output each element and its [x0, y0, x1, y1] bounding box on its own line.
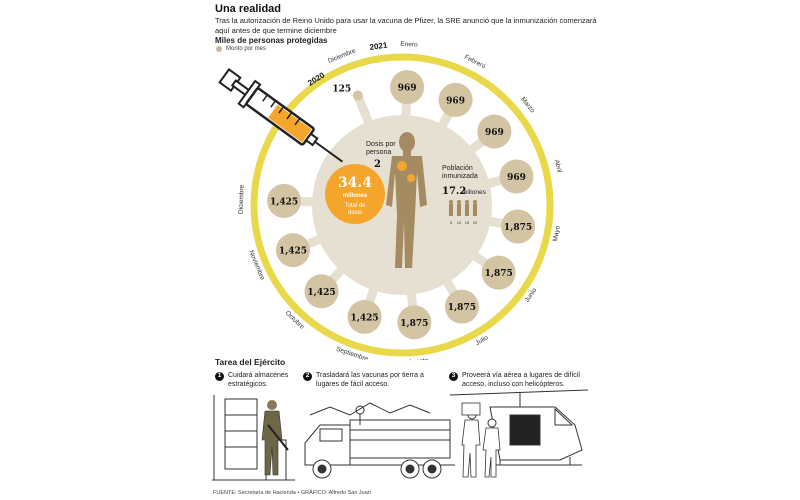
step-1-text: Cuidará almacenes estratégicos.: [228, 372, 289, 388]
month-value: 125: [332, 85, 351, 95]
source-credit: FUENTE: Secretaría de Hacienda • GRÁFICO…: [213, 490, 371, 496]
year-2021-label: 2021: [369, 41, 388, 52]
vaccine-ring-graphic: 125 969 969 969 969 1,875 1,875 1,875 1,875 1,425…: [218, 41, 563, 360]
legend-swatch: [216, 46, 222, 52]
scale-tick: 10: [457, 221, 461, 225]
syringe-icon: [218, 68, 344, 163]
month-label: Diciembre: [238, 184, 246, 214]
doses-label-line1: Dosis por: [366, 141, 396, 148]
step-2-number: 2: [303, 372, 312, 381]
month-label: Marzo: [519, 96, 536, 115]
army-illustrations: [212, 389, 589, 481]
population-figures-icon: [449, 200, 477, 216]
population-value: 17.2: [442, 186, 466, 197]
population-unit: millones: [462, 189, 487, 196]
month-value: 1,425: [307, 288, 335, 298]
month-bubble: [477, 114, 512, 149]
soldier-icon: [261, 400, 289, 476]
month-label: Agosto: [408, 357, 429, 360]
step-1-number: 1: [215, 372, 224, 381]
army-step-2: 2 Trasladará las vacunas por tierra a lu…: [303, 372, 428, 389]
scale-tick: 5: [450, 221, 452, 225]
month-bubble: [275, 233, 310, 268]
month-value: 1,875: [400, 319, 428, 329]
month-value: 1,875: [485, 269, 513, 279]
legend-label: Monto por mes: [226, 46, 267, 52]
army-section-title: Tarea del Ejército: [215, 357, 286, 367]
month-label: Febrero: [463, 54, 487, 71]
month-bubble: [347, 299, 382, 334]
month-label: Abril: [553, 159, 563, 174]
month-value: 1,425: [350, 313, 378, 323]
population-label-line1: Población: [442, 165, 473, 172]
month-value: 969: [446, 96, 465, 106]
month-bubble: [501, 209, 536, 244]
legend: Monto por mes: [216, 46, 266, 52]
section-title: Miles de personas protegidas: [215, 36, 328, 45]
loading-crew-icon: [461, 402, 501, 478]
month-value: 1,875: [448, 303, 476, 313]
infographic-title: Una realidad: [215, 3, 282, 15]
month-bubble: [390, 70, 425, 105]
month-value: 969: [485, 128, 504, 138]
month-bubble: [499, 159, 534, 194]
truck-icon: [304, 402, 455, 479]
month-value: 1,875: [504, 223, 532, 233]
month-bubble: [438, 82, 473, 117]
doses-value: 2: [374, 159, 381, 170]
month-bubble: [481, 255, 516, 290]
month-bubbles: 125 969 969 969 969 1,875 1,875 1,875 1,875 1,425…: [267, 70, 536, 340]
month-value: 1,425: [279, 247, 307, 257]
month-value: 1,425: [270, 197, 298, 207]
month-value: 969: [398, 84, 417, 94]
population-label-line2: inmunizada: [442, 173, 478, 180]
total-doses-disc: [325, 164, 385, 224]
infographic-subtitle: Tras la autorización de Reino Unido para…: [215, 16, 597, 35]
total-doses-label-2: dosis: [348, 210, 362, 216]
scale-tick: 20: [473, 221, 477, 225]
step-3-number: 3: [449, 372, 458, 381]
population-scale: 5 10 15 20: [450, 221, 477, 225]
total-doses-value: 34.4: [338, 175, 372, 191]
month-label: Enero: [400, 41, 418, 49]
doses-label-line2: persona: [366, 149, 391, 156]
step-2-text: Trasladará las vacunas por tierra a luga…: [316, 372, 424, 388]
calendar-ring: [250, 53, 554, 357]
total-doses-label-1: Total de: [344, 203, 366, 209]
step-3-text: Proveerá vía aérea a lugares de difícil …: [462, 372, 580, 388]
helicopter-icon: [449, 389, 589, 466]
scale-tick: 15: [465, 221, 469, 225]
human-figure-icon: [386, 132, 427, 268]
total-doses-unit: millones: [343, 193, 368, 199]
month-value: 969: [507, 173, 526, 183]
warehouse-soldier-icon: [212, 395, 295, 481]
month-bubble: [267, 183, 302, 218]
army-step-3: 3 Proveerá vía aérea a lugares de difíci…: [449, 372, 589, 389]
month-bubble: [352, 90, 363, 101]
army-step-1: 1 Cuidará almacenes estratégicos.: [215, 372, 300, 389]
month-bubble: [444, 289, 479, 324]
month-bubble: [397, 305, 432, 340]
month-label: Mayo: [552, 225, 562, 242]
month-bubble: [304, 274, 339, 309]
